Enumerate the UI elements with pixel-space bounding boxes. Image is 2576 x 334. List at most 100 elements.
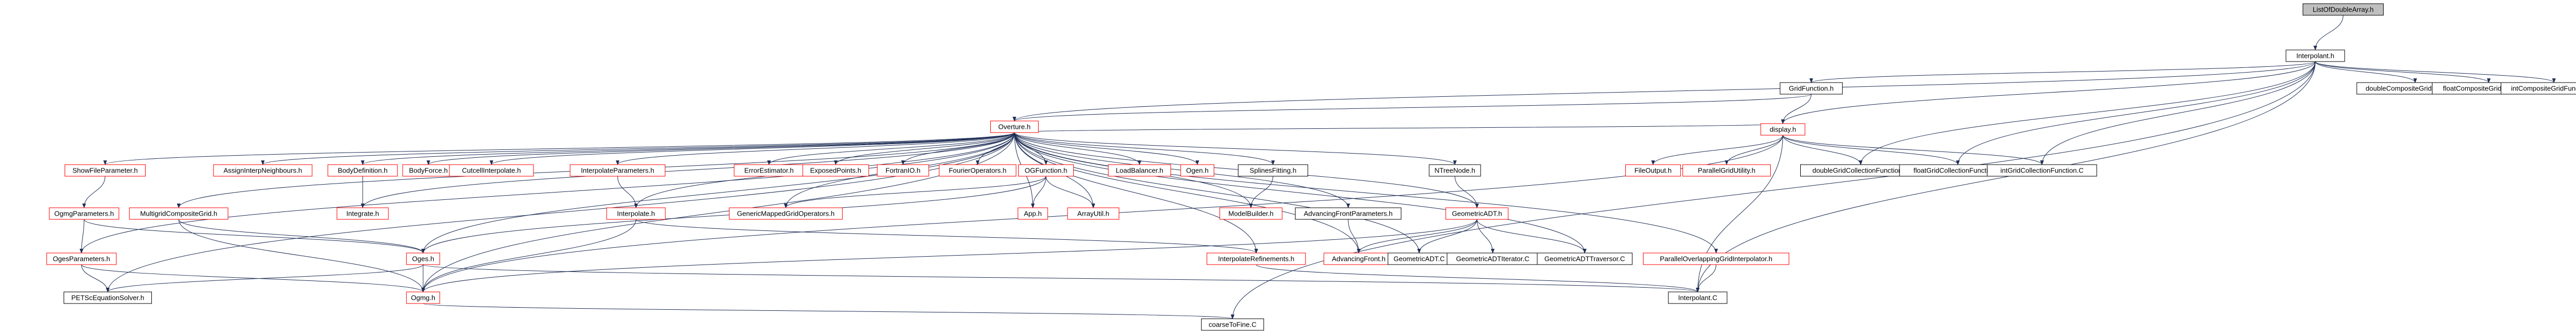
edge-overture-to-advfront — [1014, 132, 1361, 254]
node-petsc[interactable]: PETScEquationSolver.h — [64, 291, 152, 304]
edge-display-to-parallelgu — [1725, 135, 1783, 165]
edge-overture-to-ntree — [1014, 132, 1457, 165]
node-box — [1295, 207, 1402, 220]
edge-geomadt-to-geomadtc — [1417, 219, 1477, 254]
edge-interpolate-to-interprefine — [635, 219, 1258, 254]
node-multigridcg[interactable]: MultigridCompositeGrid.h — [129, 207, 229, 220]
edge-interpolate-to-ogmg — [421, 219, 637, 292]
edge-overture-to-integrate — [361, 132, 1015, 208]
node-box — [939, 164, 1017, 177]
node-label: LoadBalancer.h — [1116, 167, 1163, 175]
node-label: Interpolate.h — [617, 210, 655, 218]
node-label: ModelBuilder.h — [1228, 210, 1274, 218]
node-label: InterpolateRefinements.h — [1218, 255, 1294, 263]
node-icgf[interactable]: intCompositeGridFunction.C — [2500, 82, 2576, 95]
node-interpparams[interactable]: InterpolateParameters.h — [570, 164, 665, 177]
node-ntree[interactable]: NTreeNode.h — [1429, 164, 1481, 177]
edge-ogmg-to-coarsetofine — [423, 303, 1234, 319]
node-splinesf[interactable]: SplinesFitting.h — [1238, 164, 1308, 177]
node-label: BodyForce.h — [409, 167, 448, 175]
edge-overture-to-loadbal — [1014, 132, 1142, 165]
node-box — [1201, 318, 1264, 331]
node-ogmg[interactable]: Ogmg.h — [406, 291, 440, 304]
node-bodyforce[interactable]: BodyForce.h — [402, 164, 455, 177]
node-fourier[interactable]: FourierOperators.h — [939, 164, 1017, 177]
node-bodydef[interactable]: BodyDefinition.h — [327, 164, 398, 177]
node-geomadttr[interactable]: GeometricADTTraversor.C — [1537, 252, 1633, 265]
file-nodes: ListOfDoubleArray.hInterpolant.hGridFunc… — [46, 3, 2576, 331]
node-interp[interactable]: Interpolant.h — [2285, 49, 2345, 62]
node-geomadtc[interactable]: GeometricADT.C — [1388, 252, 1451, 265]
node-geomadt[interactable]: GeometricADT.h — [1445, 207, 1508, 220]
node-label: AdvancingFront.h — [1332, 255, 1386, 263]
node-box — [2500, 82, 2576, 95]
edge-geomadt-to-geomadttr — [1476, 219, 1587, 254]
node-assignnb[interactable]: AssignInterpNeighbours.h — [213, 164, 313, 177]
node-igcf[interactable]: intGridCollectionFunction.C — [1987, 164, 2097, 177]
edge-interp-to-interpolantc — [1696, 61, 2316, 292]
node-integrate[interactable]: Integrate.h — [336, 207, 389, 220]
edge-display-to-fgcf — [1782, 135, 1960, 165]
edge-overture-to-ogmg — [421, 132, 1015, 292]
node-dgcf[interactable]: doubleGridCollectionFunction.C — [1800, 164, 1921, 177]
edge-interp-to-dcgf — [2315, 61, 2417, 83]
node-geomadtit[interactable]: GeometricADTIterator.C — [1446, 252, 1539, 265]
node-arrayutil[interactable]: ArrayUtil.h — [1067, 207, 1120, 220]
node-ogesparams[interactable]: OgesParameters.h — [46, 252, 117, 265]
edge-overture-to-bodyforce — [426, 132, 1015, 165]
node-label: intCompositeGridFunction.C — [2511, 85, 2576, 93]
node-box — [449, 164, 534, 177]
node-fileoutput[interactable]: FileOutput.h — [1625, 164, 1681, 177]
node-ogfunc[interactable]: OGFunction.h — [1018, 164, 1074, 177]
node-box — [64, 164, 146, 177]
edge-interprefine-to-interpolantc — [1256, 264, 1700, 292]
node-advfront[interactable]: AdvancingFront.h — [1323, 252, 1394, 265]
node-box — [570, 164, 665, 177]
node-box — [213, 164, 313, 177]
node-gridfn[interactable]: GridFunction.h — [1780, 82, 1843, 95]
node-interpolantc[interactable]: Interpolant.C — [1668, 291, 1728, 304]
node-app[interactable]: App.h — [1018, 207, 1048, 220]
node-box — [990, 120, 1039, 133]
node-label: display.h — [1770, 126, 1796, 134]
edge-interp-to-gridfn — [1809, 61, 2316, 83]
edge-multigridcg-to-ogmg — [178, 219, 425, 292]
node-parallelog[interactable]: ParallelOverlappingGridInterpolator.h — [1643, 252, 1790, 265]
node-display[interactable]: display.h — [1760, 123, 1805, 136]
node-label: Interpolant.h — [2296, 52, 2334, 60]
node-fortran[interactable]: FortranIO.h — [877, 164, 929, 177]
node-genmapped[interactable]: GenericMappedGridOperators.h — [728, 207, 843, 220]
edge-parallelog-to-interpolantc — [1696, 264, 1717, 292]
node-label: GeometricADTIterator.C — [1456, 255, 1529, 263]
node-loadbal[interactable]: LoadBalancer.h — [1108, 164, 1171, 177]
node-exposed[interactable]: ExposedPoints.h — [802, 164, 869, 177]
edge-ogfunc-to-genmapped — [784, 176, 1046, 208]
node-label: NTreeNode.h — [1434, 167, 1475, 175]
node-errest[interactable]: ErrorEstimator.h — [734, 164, 804, 177]
node-showfile[interactable]: ShowFileParameter.h — [64, 164, 146, 177]
edge-overture-to-oges — [421, 132, 1015, 254]
node-parallelgu[interactable]: ParallelGridUtility.h — [1682, 164, 1771, 177]
node-label: GeometricADTTraversor.C — [1544, 255, 1625, 263]
edge-overture-to-showfile — [103, 132, 1015, 165]
node-modelbuilder[interactable]: ModelBuilder.h — [1219, 207, 1282, 220]
edge-overture-to-interprefine — [1014, 132, 1258, 254]
edge-overture-to-splinesf — [1014, 132, 1275, 165]
node-advfrontparams[interactable]: AdvancingFrontParameters.h — [1295, 207, 1402, 220]
node-ogen[interactable]: Ogen.h — [1180, 164, 1215, 177]
edge-overture-to-parallelog — [1014, 132, 1718, 254]
node-label: BodyDefinition.h — [338, 167, 388, 175]
node-box — [606, 207, 666, 220]
edge-display-to-interpolantc — [1696, 135, 1783, 292]
node-oges[interactable]: Oges.h — [406, 252, 440, 265]
node-box — [129, 207, 229, 220]
node-label: App.h — [1024, 210, 1042, 218]
node-ogmgparams[interactable]: OgmgParameters.h — [49, 207, 119, 220]
node-root[interactable]: ListOfDoubleArray.h — [2302, 3, 2384, 16]
edge-ogmgparams-to-oges — [84, 219, 425, 254]
node-coarsetofine[interactable]: coarseToFine.C — [1201, 318, 1264, 331]
node-overture[interactable]: Overture.h — [990, 120, 1039, 133]
node-cutcell[interactable]: CutcellInterpolate.h — [449, 164, 534, 177]
node-interpolate[interactable]: Interpolate.h — [606, 207, 666, 220]
node-interprefine[interactable]: InterpolateRefinements.h — [1206, 252, 1306, 265]
